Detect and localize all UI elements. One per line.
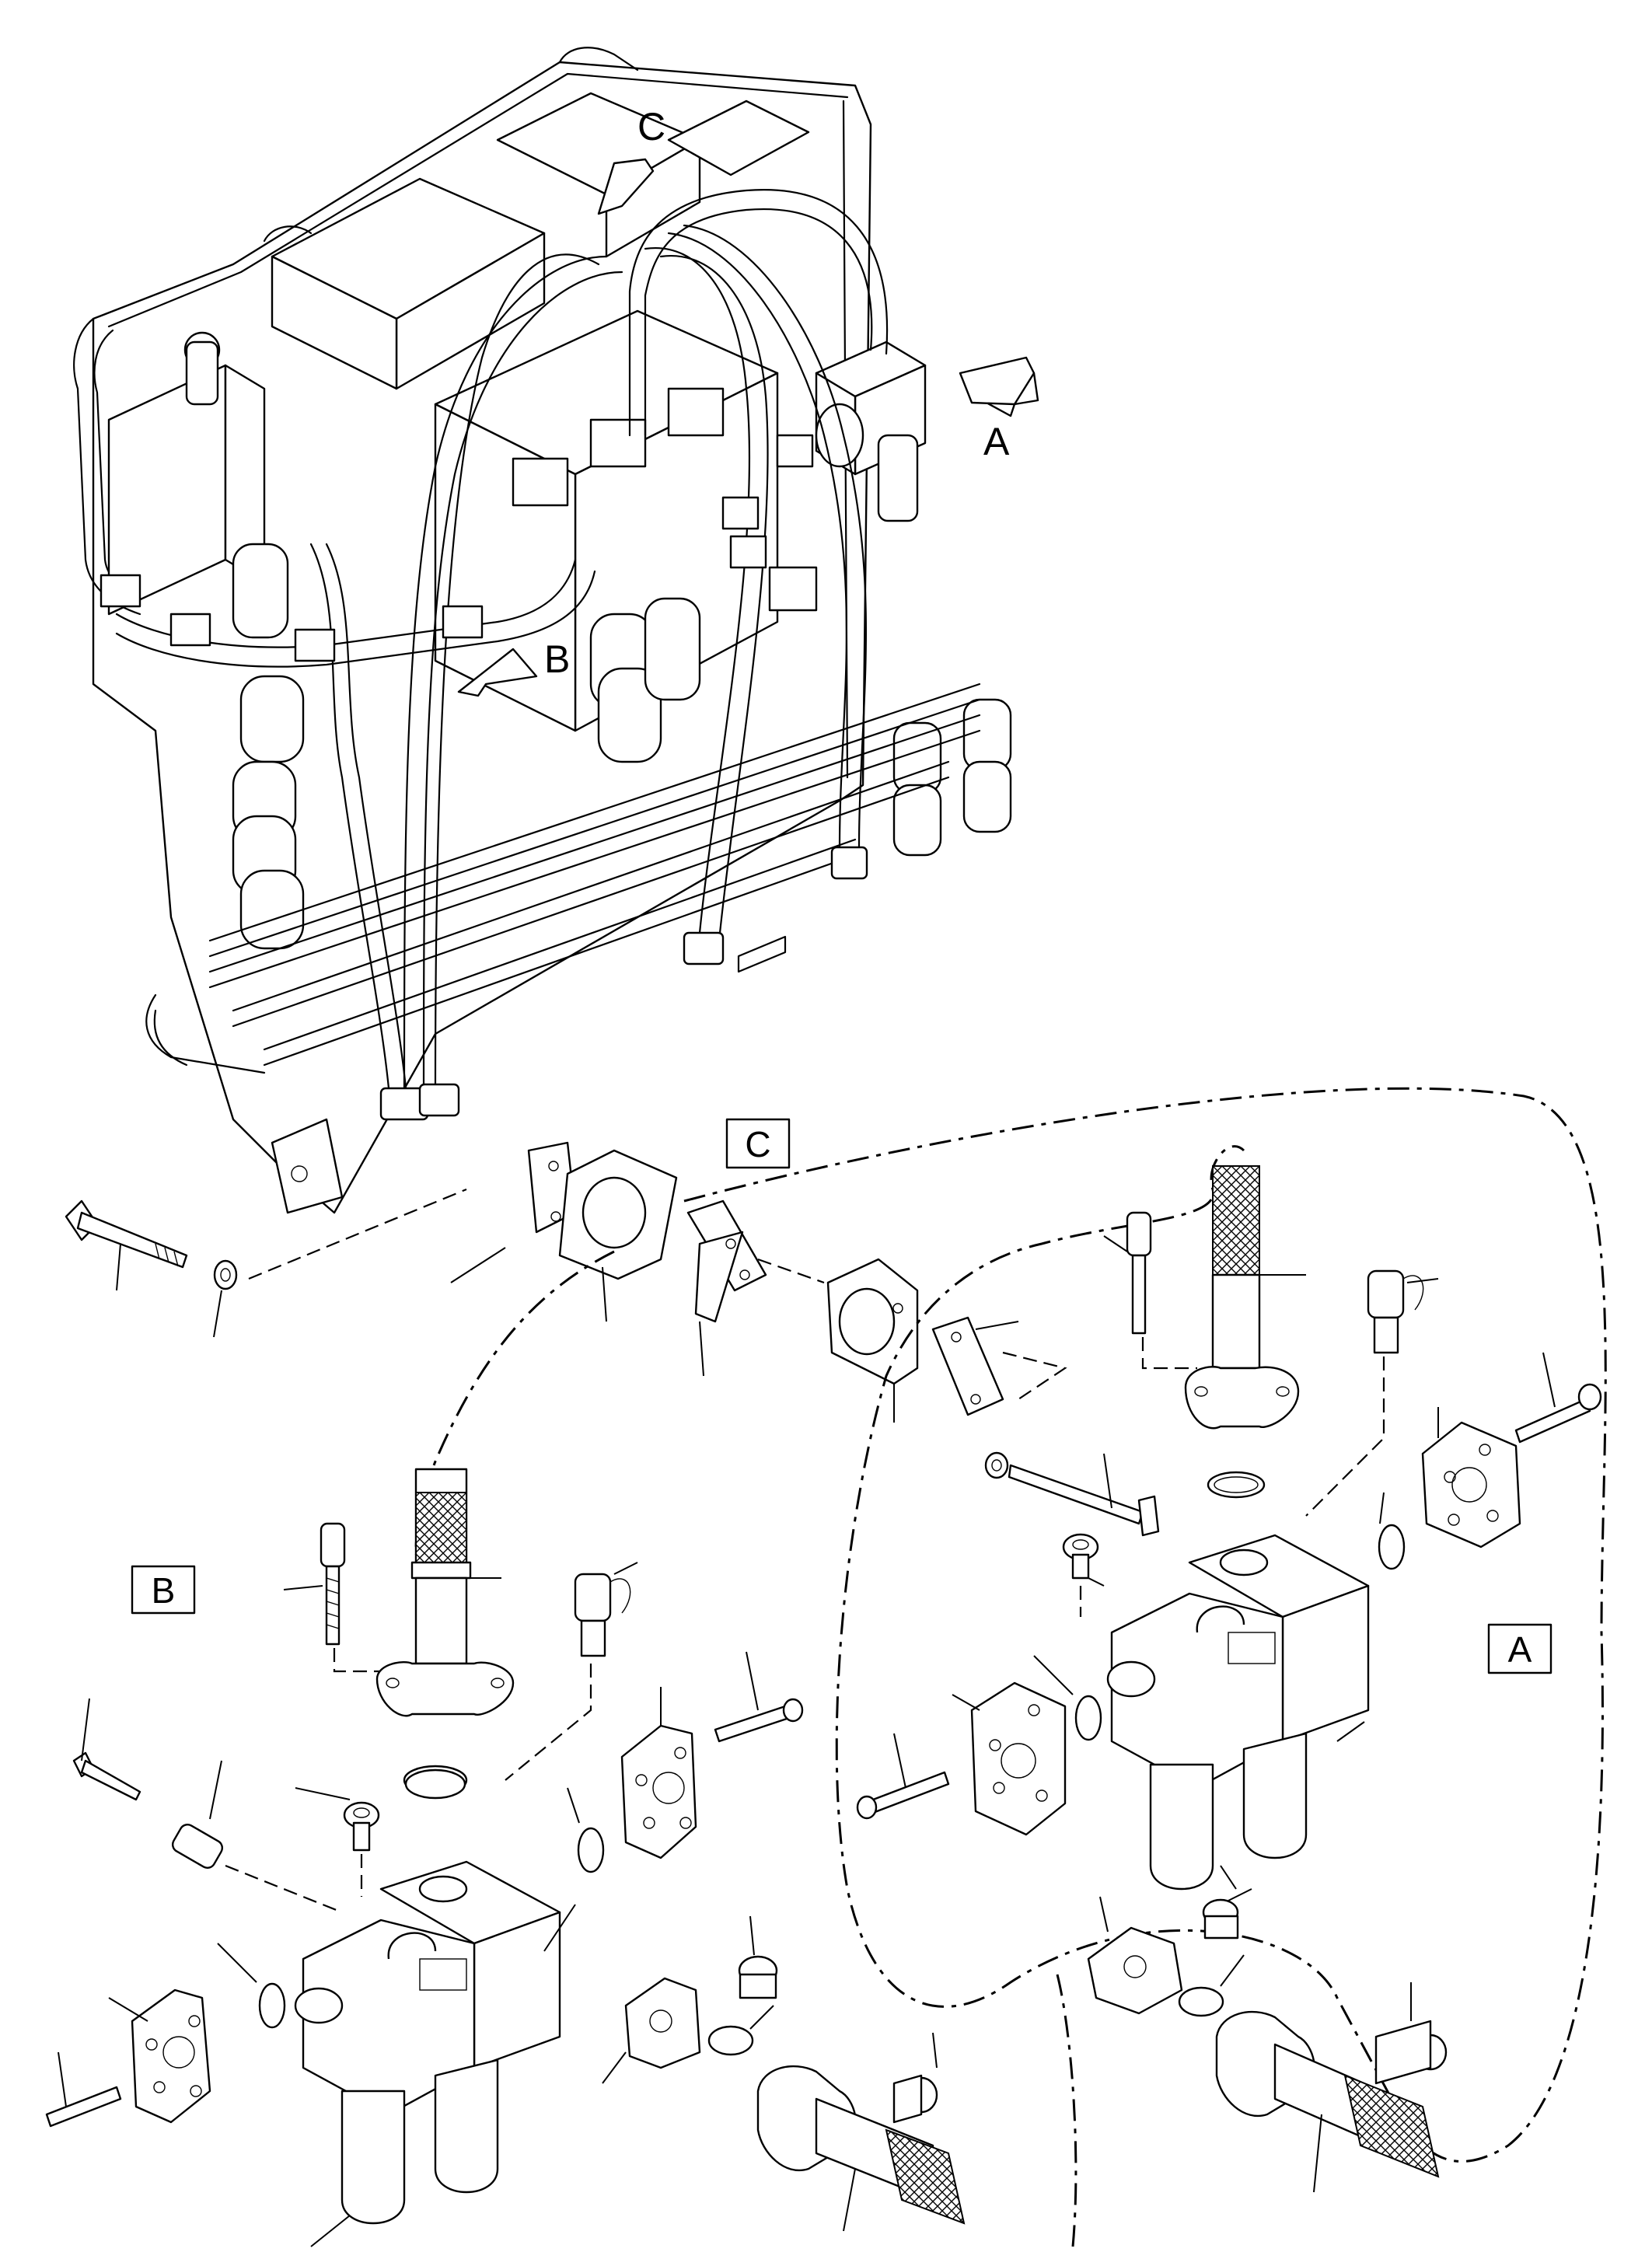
detail-c-label-box [725,1118,791,1169]
detail-b-filter-assembly: B [45,1468,966,2247]
clamp-bolt-right [984,1451,1160,1537]
detail-c-clamp-set: C [65,1118,1160,1537]
main-assembly [73,47,1012,1214]
view-arrow-c: C [597,105,665,215]
hydraulic-hoses [115,189,889,1105]
port-block-b-lower [108,1988,211,2124]
detail-c-label: C [745,1124,770,1164]
port-block-a-lower [952,1681,1067,1836]
detail-b-label-box [131,1565,196,1615]
detail-b-label: B [152,1570,176,1611]
port-block-a-upper [1421,1407,1521,1548]
detail-a-boundary [683,1087,1607,2163]
view-arrow-b: B [457,637,570,697]
view-arrow-a: A [959,356,1039,463]
view-label-b: B [544,637,570,681]
view-label-a: A [983,420,1010,463]
view-label-c: C [637,105,665,148]
detail-a-label: A [1508,1629,1532,1670]
clamp-bolt [65,1199,238,1338]
detail-a-hose-route [1056,1974,1077,2247]
port-block-b-upper [620,1687,697,1859]
detail-a-label-box [1487,1623,1552,1674]
detail-a-filter-assembly: A [856,1165,1602,2193]
